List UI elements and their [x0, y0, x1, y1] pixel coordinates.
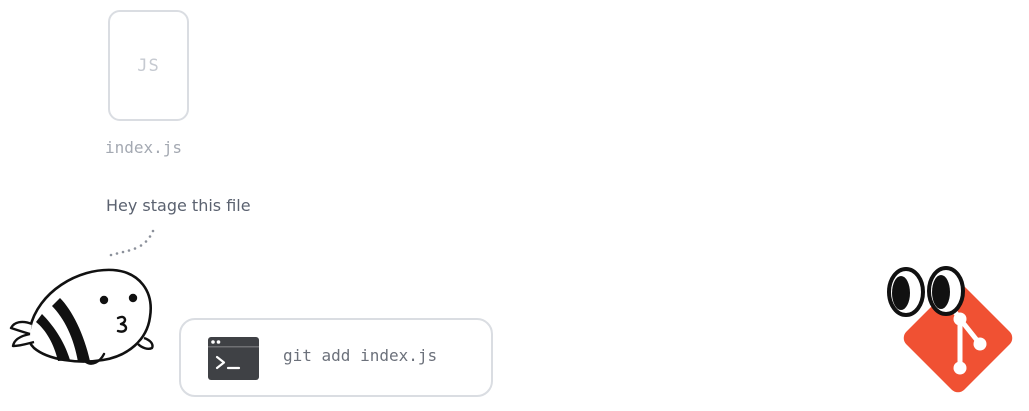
- command-text: git add index.js: [283, 346, 438, 365]
- git-logo-icon: [887, 266, 1013, 393]
- file-type-label: JS: [137, 55, 160, 76]
- bee-mascot-icon: [9, 268, 154, 365]
- file-card: JS: [108, 10, 189, 121]
- speech-text: Hey stage this file: [106, 196, 251, 215]
- command-box: git add index.js: [179, 318, 493, 397]
- terminal-icon: [208, 337, 259, 380]
- googly-eyes-icon: [887, 266, 965, 317]
- file-name-label: index.js: [105, 138, 183, 157]
